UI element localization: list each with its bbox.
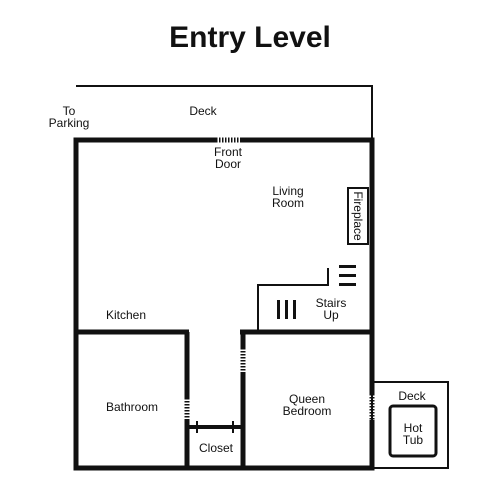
kitchen-label: Kitchen — [105, 308, 147, 322]
closet-label: Closet — [198, 441, 233, 455]
stair-tread-5 — [285, 300, 288, 319]
bathroom-label: Bathroom — [105, 400, 159, 414]
stairs-up-label: Stairs Up — [315, 296, 347, 322]
stairs-enclosure — [257, 268, 329, 330]
front-door-label: Front Door — [213, 145, 242, 171]
stair-tread-3 — [339, 283, 356, 286]
queen-bedroom-label: Queen Bedroom — [282, 392, 332, 418]
page-title: Entry Level — [169, 21, 331, 54]
deck-top-label: Deck — [189, 104, 217, 118]
deck-top-outline — [76, 85, 373, 140]
living-room-label: Living Room — [271, 184, 304, 210]
to-parking-label: To Parking — [48, 104, 90, 130]
stair-tread-2 — [339, 274, 356, 277]
bathroom-door-gap — [183, 398, 191, 420]
hot-tub-label: Hot Tub — [402, 421, 424, 447]
stair-tread-4 — [277, 300, 280, 319]
stair-tread-1 — [339, 265, 356, 268]
deck-side-outline — [371, 381, 449, 469]
fireplace-box — [347, 187, 369, 245]
deck-side-label: Deck — [398, 389, 426, 403]
hot-tub-box — [388, 404, 438, 458]
fireplace-label: Fireplace — [351, 191, 365, 241]
stair-tread-6 — [293, 300, 296, 319]
